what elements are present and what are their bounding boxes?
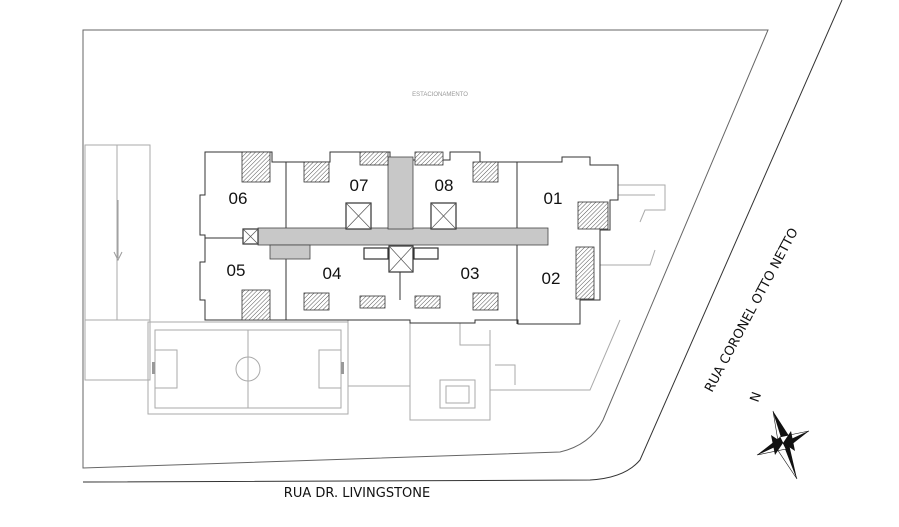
unit-label-08: 08 [435,176,454,195]
street-curb [82,0,843,483]
unit-label-05: 05 [227,261,246,280]
lot-boundary [82,29,769,469]
unit-label-01: 01 [544,189,563,208]
compass-north-label: N [748,390,765,404]
street-label-east: RUA CORONEL OTTO NETTO [702,226,801,395]
unit-label-06: 06 [229,189,248,208]
unit-label-04: 04 [323,264,342,283]
unit-label-03: 03 [461,264,480,283]
parking-label: ESTACIONAMENTO [412,92,468,98]
compass-rose-icon [756,410,810,480]
sports-court [147,321,349,415]
access-ramp [84,144,151,381]
unit-label-02: 02 [542,269,561,288]
street-label-south: RUA DR. LIVINGSTONE [284,486,430,501]
unit-label-07: 07 [350,176,369,195]
tower-floorplan [199,151,619,325]
